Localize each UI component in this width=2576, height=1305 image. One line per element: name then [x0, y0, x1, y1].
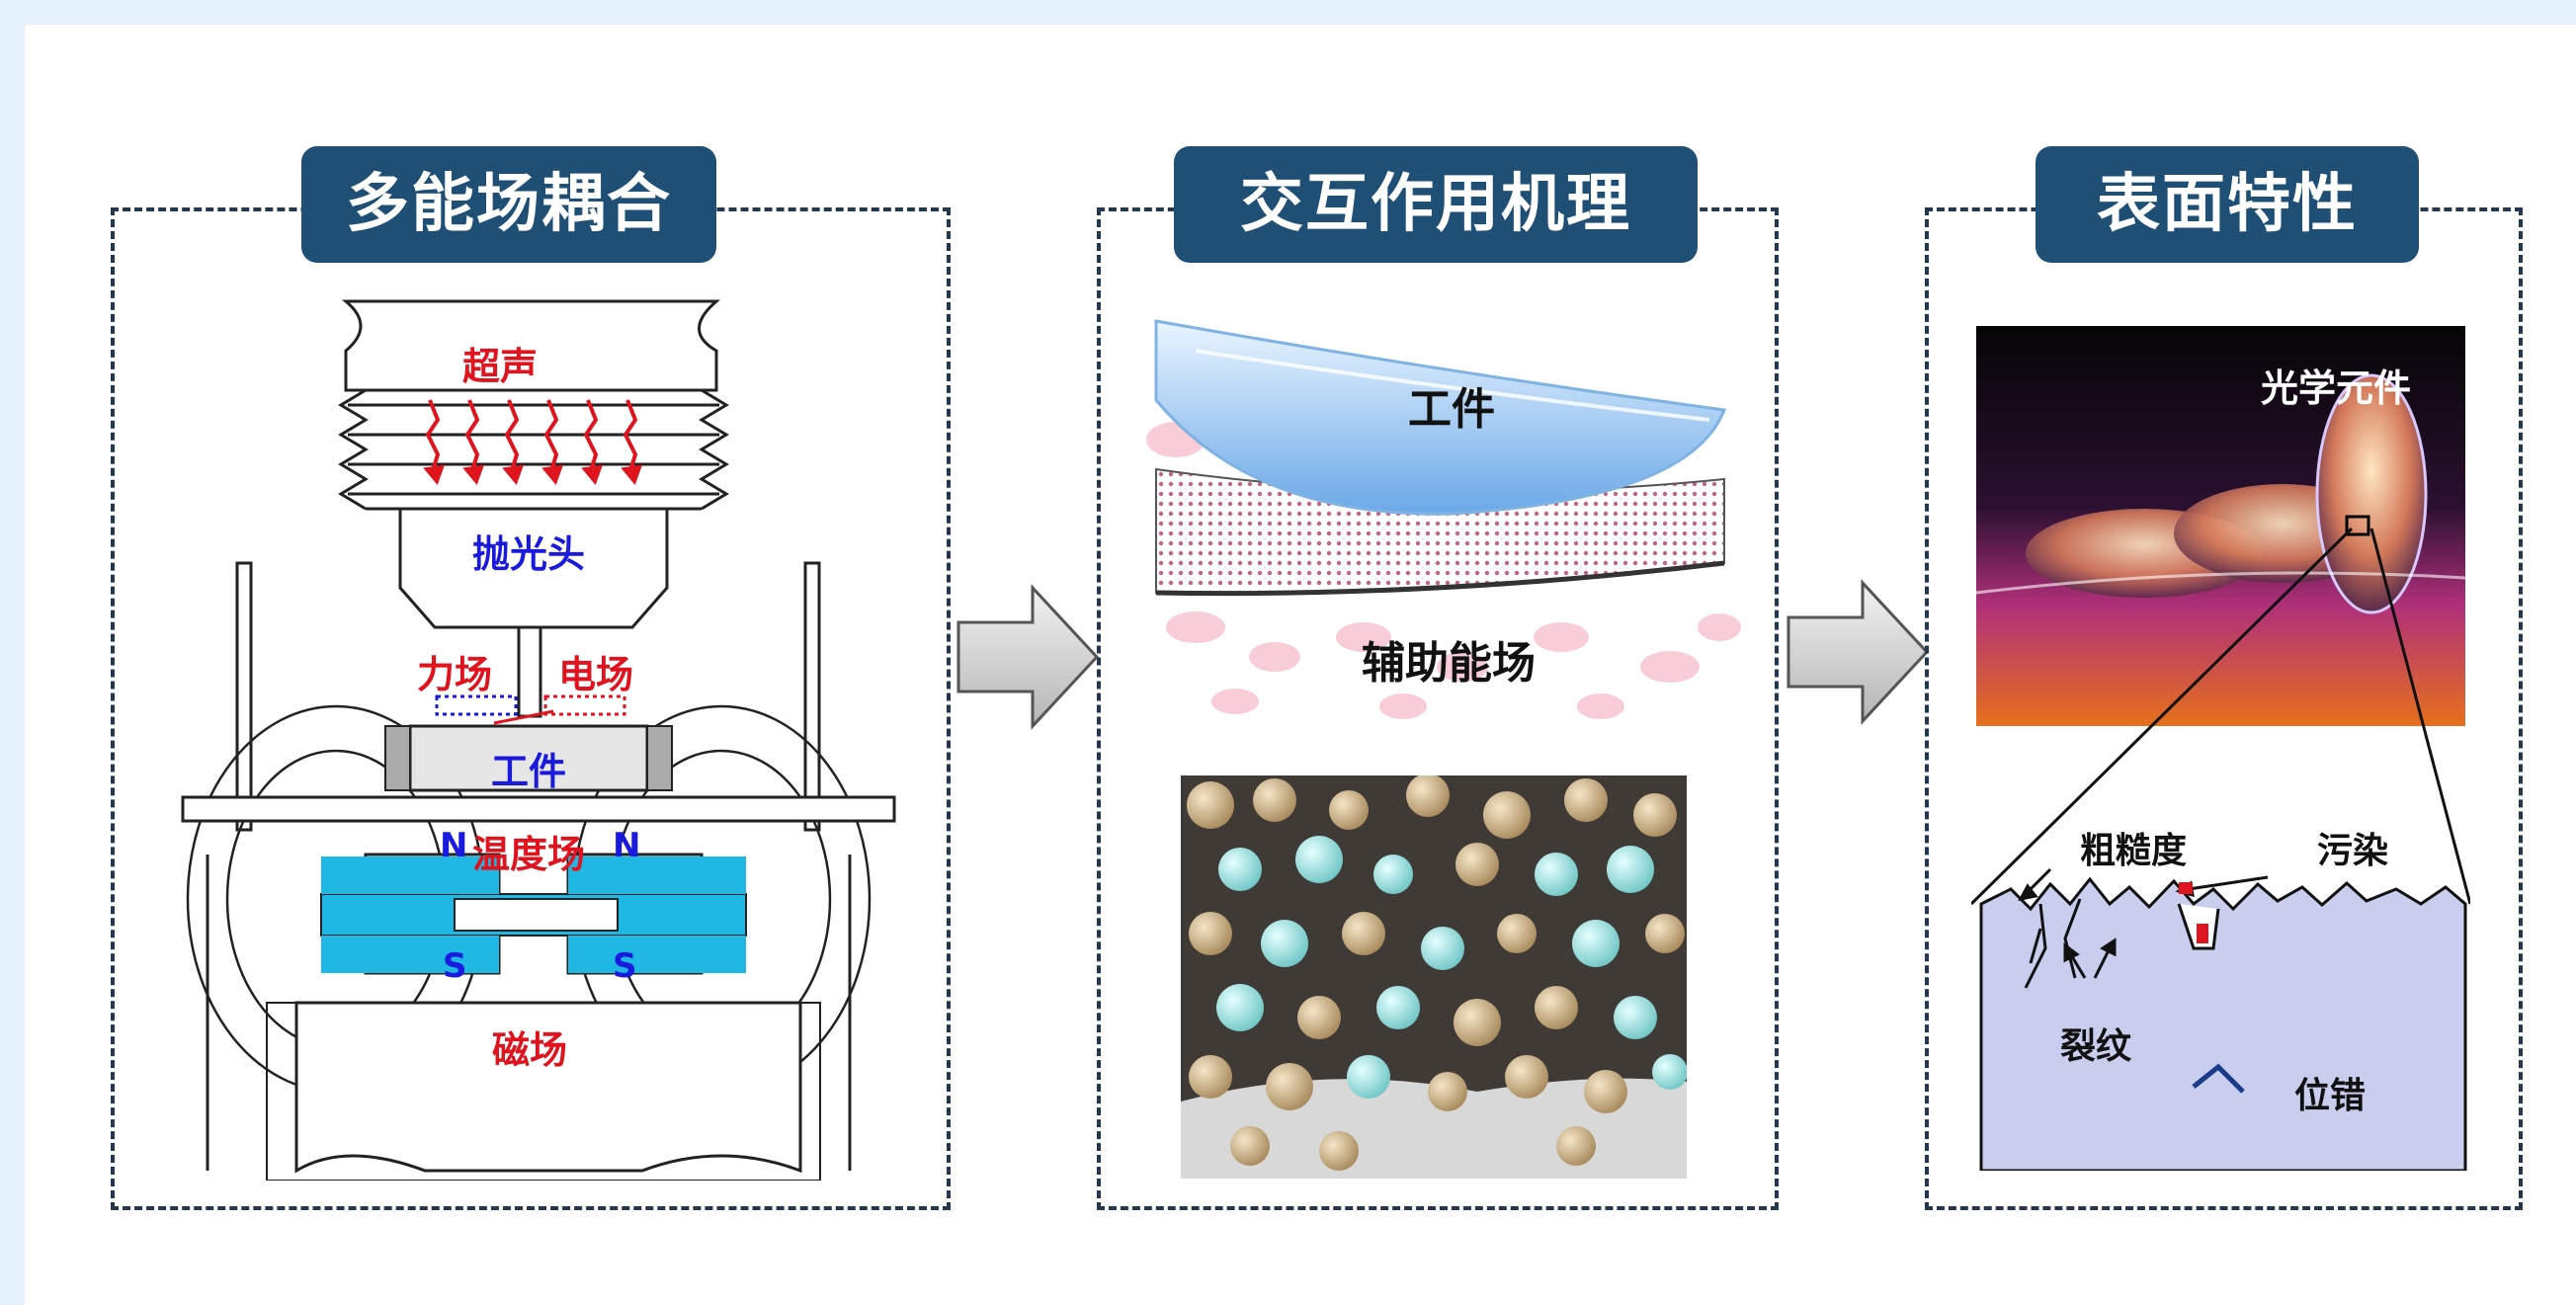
- label-workpiece-coupling: 工件: [491, 750, 567, 793]
- label-temperature-field: 温度场: [472, 833, 586, 876]
- surface-bulk: [1979, 876, 2467, 1171]
- particles: [1187, 775, 1687, 1171]
- label-north-right: N: [613, 826, 641, 865]
- label-ultrasound: 超声: [462, 345, 539, 388]
- flow-arrow-1: [956, 584, 1100, 730]
- label-dislocation: 位错: [2294, 1076, 2367, 1116]
- label-crack: 裂纹: [2060, 1026, 2132, 1067]
- dislocation-symbol: [2192, 1063, 2245, 1094]
- label-aux-field: 辅助能场: [1362, 638, 1536, 689]
- frame-posts: [206, 561, 852, 1171]
- polishing-head: [398, 507, 669, 629]
- label-south-left: S: [443, 946, 467, 986]
- flow-arrow-2: [1787, 579, 1930, 725]
- label-electric-field: 电场: [558, 653, 634, 696]
- label-roughness: 粗糙度: [2080, 831, 2188, 871]
- panel-surface-title: 表面特性: [2036, 146, 2419, 263]
- label-optical-element: 光学元件: [2261, 367, 2412, 410]
- contamination-particle: [2179, 882, 2193, 894]
- ultrasound-arrows: [423, 399, 642, 485]
- label-force-field: 力场: [417, 653, 493, 696]
- label-magnetic-field: 磁场: [492, 1028, 568, 1072]
- panel-mechanism-title: 交互作用机理: [1174, 146, 1698, 263]
- label-contamination: 污染: [2317, 831, 2389, 871]
- crack-lines: [2024, 898, 2082, 989]
- label-polishing-head: 抛光头: [472, 532, 586, 576]
- magnetic-base: [294, 1001, 802, 1174]
- surface-defects-schematic: [1971, 527, 2470, 1171]
- particle-simulation-image: [1181, 775, 1687, 1179]
- contamination-pit: [2177, 903, 2220, 950]
- field-markers: [435, 694, 626, 725]
- mechanism-illustration: [1136, 311, 1744, 726]
- coupling-apparatus-illustration: [181, 299, 896, 1181]
- label-north-left: N: [440, 826, 468, 865]
- label-workpiece-mechanism: 工件: [1408, 384, 1495, 435]
- panel-coupling-title: 多能场耦合: [301, 146, 716, 263]
- ultrasonic-horn: [338, 388, 729, 511]
- optical-element-photo: [1976, 326, 2465, 726]
- label-south-right: S: [613, 946, 637, 986]
- workpiece-lens: [1154, 319, 1727, 516]
- shaft: [517, 625, 542, 718]
- magnet-cores: [320, 853, 747, 975]
- work-table: [181, 795, 896, 823]
- transducer-cap: [341, 299, 721, 392]
